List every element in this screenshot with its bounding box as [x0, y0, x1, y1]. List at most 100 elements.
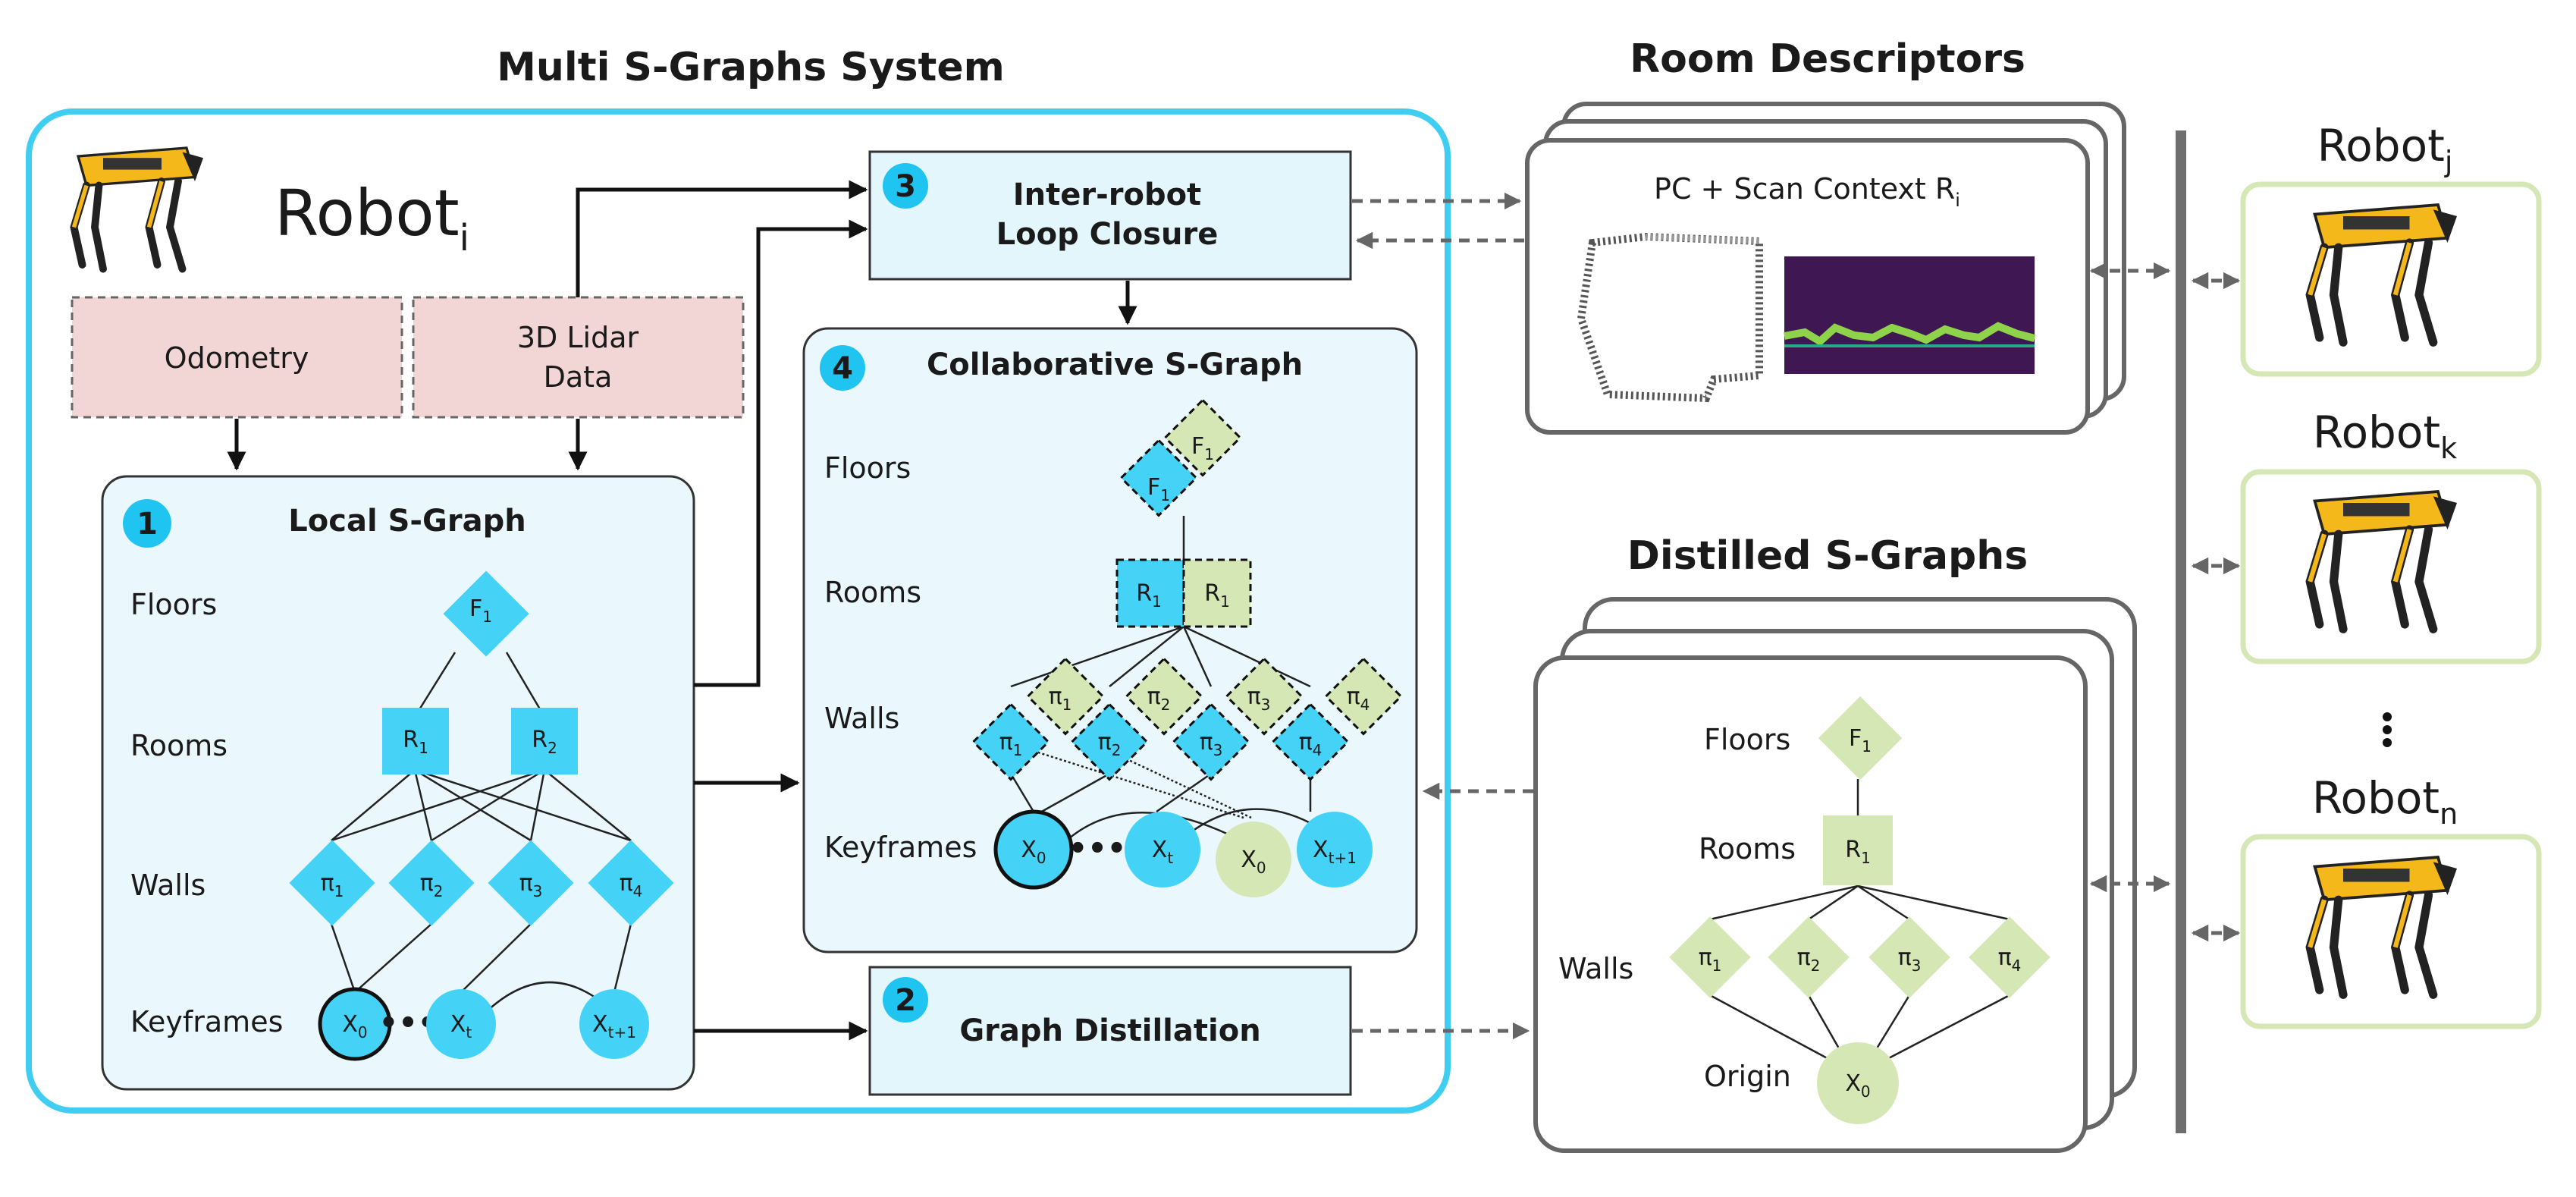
svg-text:π1: π1: [321, 870, 344, 900]
collab-wall-node-cyan: π3: [1172, 702, 1250, 781]
robot-i-image: [74, 148, 204, 269]
loop-number-badge: [883, 163, 928, 209]
svg-text:Xt: Xt: [450, 1011, 472, 1041]
graph-distillation-box: [868, 966, 1352, 1096]
svg-text:π4: π4: [1998, 944, 2022, 975]
svg-text:π2: π2: [1098, 729, 1122, 759]
vertical-ellipsis: [2383, 712, 2392, 747]
svg-text:Xt: Xt: [1152, 837, 1174, 867]
local-floor-node: F1: [443, 570, 529, 657]
collab-room-node-cyan: R1: [1115, 558, 1185, 628]
svg-text:π4: π4: [1299, 729, 1323, 759]
scan-context-image: [1784, 256, 2036, 374]
robot-i-label: Roboti: [275, 176, 469, 259]
local-keyframe-node: X0: [318, 987, 392, 1061]
svg-text:F1: F1: [1849, 725, 1872, 756]
arrow-local-loop: [694, 219, 868, 687]
svg-text:π1: π1: [999, 729, 1023, 759]
lidar-label-2: Data: [544, 360, 613, 394]
odometry-label: Odometry: [165, 341, 309, 375]
collab-wall-node-green: π2: [1125, 657, 1203, 736]
local-keyframe-node: Xt: [426, 989, 496, 1059]
local-row-floors: Floors: [130, 588, 217, 621]
svg-text:X0: X0: [1845, 1070, 1870, 1101]
svg-text:R1: R1: [1204, 580, 1230, 611]
svg-text:π2: π2: [1797, 944, 1821, 975]
collab-number: 4: [832, 351, 853, 386]
collab-wall-node-cyan: π1: [971, 702, 1050, 781]
svg-text:X0: X0: [342, 1011, 367, 1041]
distilled-card: [1533, 655, 2088, 1153]
distilled-origin-node: X0: [1817, 1042, 1899, 1124]
loop-number: 3: [895, 169, 916, 204]
distilled-room-node: R1: [1823, 815, 1893, 885]
collab-floor-node-green: F1: [1163, 398, 1242, 477]
room-descriptors-title: Room Descriptors: [1630, 36, 2025, 82]
collab-keyframe-node: Xt: [1125, 812, 1200, 888]
distill-number-badge: [883, 977, 928, 1023]
local-row-rooms: Rooms: [130, 729, 227, 762]
local-room-node: R2: [511, 708, 578, 774]
collab-wall-node-cyan: π4: [1271, 702, 1350, 781]
svg-text:π1: π1: [1699, 944, 1722, 975]
lidar-label-1: 3D Lidar: [517, 321, 639, 354]
collab-floor-node-cyan: F1: [1119, 438, 1198, 517]
collab-sgraph-panel: [802, 327, 1418, 954]
distill-number: 2: [895, 983, 916, 1018]
distilled-row-origin: Origin: [1704, 1060, 1791, 1093]
collab-ellipsis: •••: [1068, 831, 1127, 866]
local-edges: [330, 652, 632, 1013]
local-keyframe-node: Xt+1: [579, 989, 649, 1059]
local-row-keyframes: Keyframes: [130, 1005, 283, 1038]
collab-keyframe-node-green: X0: [1216, 822, 1291, 897]
collab-row-walls: Walls: [824, 702, 899, 735]
collab-edges: [1009, 516, 1312, 839]
collab-wall-node-green: π1: [1026, 657, 1105, 736]
arrow-lidar-loop: [576, 180, 868, 297]
robot-n-label: Robotn: [2312, 772, 2458, 831]
svg-text:π1: π1: [1049, 683, 1072, 714]
svg-text:Xt+1: Xt+1: [1313, 837, 1357, 867]
lidar-box: [412, 296, 745, 419]
loop-closure-box: [868, 150, 1352, 281]
svg-text:π4: π4: [1347, 683, 1370, 714]
collab-number-badge: [820, 345, 865, 391]
loop-label-1: Inter-robot: [1013, 178, 1201, 212]
room-descriptor-caption: PC + Scan Context Ri: [1654, 172, 1960, 211]
local-row-walls: Walls: [130, 869, 206, 902]
svg-text:R1: R1: [403, 727, 428, 757]
distilled-edges: [1709, 779, 2010, 1062]
robot-k-label: Robotk: [2313, 407, 2457, 465]
local-title: Local S-Graph: [288, 504, 526, 539]
robot-j-label: Robotj: [2317, 120, 2453, 178]
svg-text:π3: π3: [1247, 683, 1271, 714]
svg-text:Xt+1: Xt+1: [592, 1011, 636, 1041]
odometry-box: [71, 296, 403, 419]
svg-text:X0: X0: [1021, 837, 1046, 867]
local-room-node: R1: [382, 708, 449, 774]
svg-text:π2: π2: [420, 870, 444, 900]
svg-text:X0: X0: [1241, 847, 1266, 877]
collab-keyframe-node: Xt+1: [1297, 812, 1373, 888]
system-frame: [26, 108, 1451, 1114]
svg-text:R2: R2: [532, 727, 557, 757]
collab-room-node-green: R1: [1182, 558, 1252, 628]
collab-title: Collaborative S-Graph: [927, 347, 1303, 382]
collab-keyframe-node: X0: [993, 809, 1074, 890]
svg-text:R1: R1: [1845, 837, 1871, 867]
distill-label: Graph Distillation: [959, 1013, 1260, 1048]
svg-text:π3: π3: [519, 870, 543, 900]
svg-text:π3: π3: [1898, 944, 1922, 975]
point-cloud-image: [1577, 232, 1763, 403]
collab-wall-node-cyan: π2: [1070, 702, 1149, 781]
collab-row-keyframes: Keyframes: [824, 831, 977, 864]
distilled-row-walls: Walls: [1558, 952, 1633, 985]
collab-row-floors: Floors: [824, 451, 911, 485]
local-number-badge: [123, 499, 171, 548]
system-title: Multi S-Graphs System: [497, 45, 1005, 90]
collab-wall-node-green: π4: [1324, 657, 1403, 736]
svg-text:R1: R1: [1136, 580, 1162, 611]
svg-text:π3: π3: [1200, 729, 1223, 759]
distilled-floor-node: F1: [1818, 696, 1903, 781]
